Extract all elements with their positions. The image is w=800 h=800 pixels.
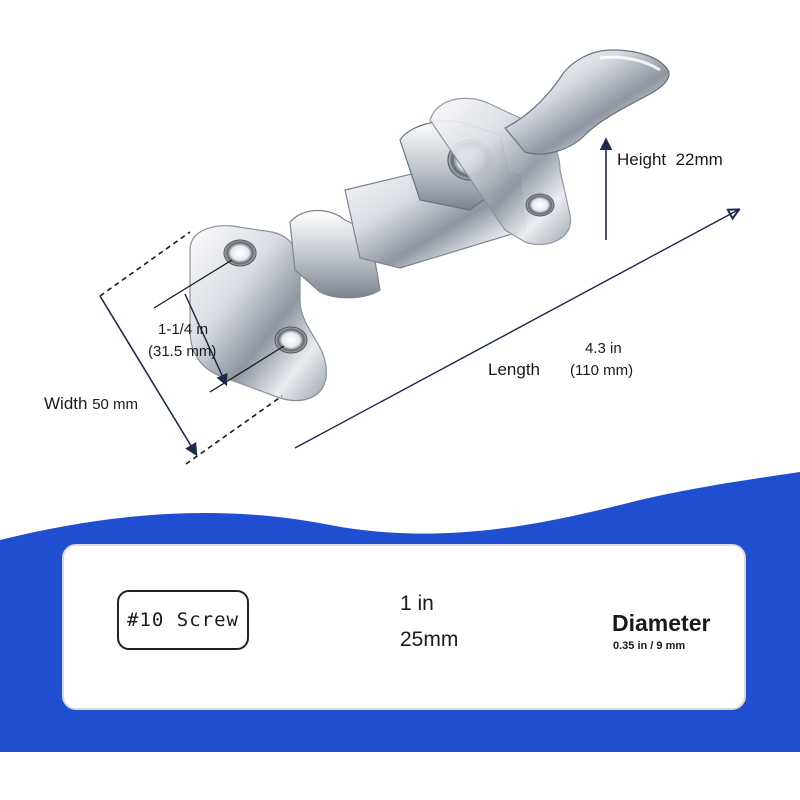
width-guide-bottom <box>185 395 283 465</box>
length-arrow <box>294 210 738 449</box>
length-value-in: 4.3 in <box>585 340 622 357</box>
screw-length-in: 1 in <box>400 592 434 615</box>
base-plate <box>189 225 327 402</box>
screw-size-badge: #10 Screw <box>117 590 249 650</box>
latch-illustration <box>189 49 670 402</box>
hole-spacing-mm: (31.5 mm) <box>148 343 217 360</box>
diameter-label: Diameter <box>612 610 711 636</box>
width-guide-top <box>99 231 191 297</box>
width-arrow <box>99 295 198 457</box>
hole-spacing-guide <box>153 259 233 309</box>
mounting-hole <box>525 193 555 217</box>
width-label: Width 50 mm <box>44 394 139 413</box>
hole-spacing-in: 1-1/4 in <box>158 321 209 338</box>
diameter-value: 0.35 in / 9 mm <box>613 640 686 652</box>
length-value-mm: (110 mm) <box>570 362 634 379</box>
length-label: Length <box>488 360 540 379</box>
hole-spacing-arrow <box>184 293 228 387</box>
height-label: Height 22mm <box>617 150 723 169</box>
lever-handle <box>504 49 670 155</box>
mounting-hole <box>223 239 257 267</box>
screw-length-mm: 25mm <box>400 628 459 651</box>
screw-info-panel <box>62 544 746 710</box>
